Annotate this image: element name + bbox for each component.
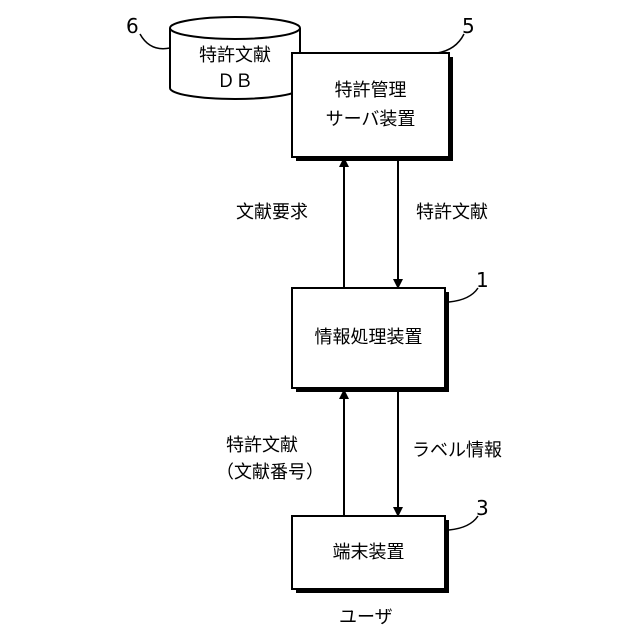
leader-line-3 — [449, 516, 478, 530]
patent-document-label: 特許文献 — [416, 201, 488, 225]
leader-line-5 — [437, 34, 464, 53]
leader-line-1 — [449, 288, 478, 302]
user-label: ユーザ — [339, 606, 393, 630]
patent-db-sublabel: ＤＢ — [170, 70, 300, 94]
patent-db-label: 特許文献 — [170, 44, 300, 68]
ref-number-6: 6 — [126, 15, 139, 37]
server-label-line1: 特許管理 — [292, 79, 449, 103]
ref-number-3: 3 — [476, 497, 489, 519]
ref-number-5: 5 — [462, 15, 475, 37]
server-box — [292, 53, 453, 161]
patent-doc-arrow-label-line1: 特許文献 — [226, 434, 298, 458]
processor-label: 情報処理装置 — [292, 326, 445, 350]
terminal-label: 端末装置 — [292, 541, 445, 565]
server-label-line2: サーバ装置 — [292, 108, 449, 132]
patent-doc-arrow-label-line2: （文献番号） — [216, 461, 324, 485]
ref-number-1: 1 — [476, 269, 489, 291]
document-request-label: 文献要求 — [236, 201, 308, 225]
leader-line-6 — [140, 34, 170, 49]
label-info-label: ラベル情報 — [412, 439, 502, 463]
